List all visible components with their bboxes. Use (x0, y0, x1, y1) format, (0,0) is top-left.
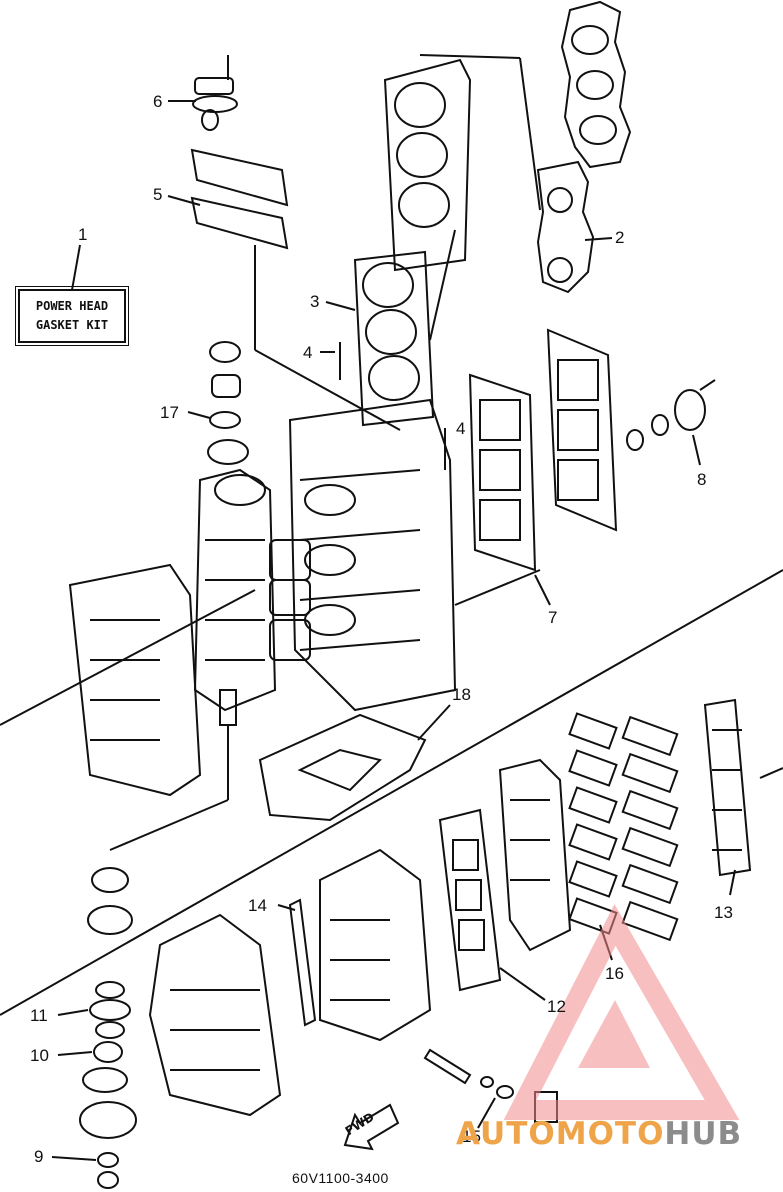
kit-label-line1: POWER HEAD (35, 299, 109, 313)
part-code: 60V1100-3400 (292, 1170, 389, 1186)
sealing-ring (288, 898, 317, 1027)
callout-9: 9 (34, 1147, 44, 1166)
reed-valve-plate (498, 758, 572, 952)
pistons (269, 539, 311, 661)
callout-7: 7 (548, 608, 558, 627)
callout-5: 5 (153, 185, 163, 204)
crankshaft (193, 468, 277, 726)
gasket-kit-label: POWER HEAD GASKET KIT (15, 286, 129, 346)
kit-label-line2: GASKET KIT (35, 318, 109, 332)
callout-1: 1 (78, 225, 88, 244)
intake-manifold (319, 848, 432, 1042)
callout-4-left: 4 (303, 343, 313, 362)
cylinder-head-cover (190, 55, 289, 250)
divider-line-lower (0, 569, 783, 1016)
callout-11: 11 (30, 1006, 48, 1025)
fwd-arrow-icon (343, 1103, 400, 1151)
callout-3: 3 (310, 292, 320, 311)
callout-10: 10 (30, 1046, 49, 1065)
base-gasket (258, 713, 427, 822)
intake-silencer (148, 913, 282, 1117)
watermark-part1: AUTO (456, 1116, 556, 1152)
callout-18: 18 (452, 685, 471, 704)
watermark-text: AUTOMOTOHUB (456, 1116, 742, 1152)
callout-15: 15 (462, 1127, 481, 1146)
reed-plate-gasket (703, 698, 752, 877)
watermark-logo (503, 904, 740, 1120)
callout-12: 12 (547, 997, 566, 1016)
callout-8: 8 (697, 470, 707, 489)
watermark-part3: HUB (664, 1116, 743, 1152)
manifold-gasket (438, 808, 502, 992)
upper-bearing-seals (207, 341, 249, 465)
callout-4-right: 4 (456, 419, 466, 438)
callout-2: 2 (615, 228, 625, 247)
exhaust-cover-gaskets (536, 0, 632, 294)
callout-6: 6 (153, 92, 163, 111)
cylinder-sleeve-block (383, 58, 472, 272)
watermark-part2: MOTO (555, 1116, 665, 1152)
cylinder-block (288, 398, 457, 712)
exhaust-plate-gasket (468, 373, 537, 572)
crankcase-half (68, 563, 202, 797)
callout-14: 14 (248, 896, 267, 915)
divider-line-upper (0, 589, 256, 726)
thermostat-assembly (626, 379, 716, 451)
exhaust-outer-cover (546, 328, 618, 532)
head-gasket (353, 250, 435, 427)
callout-13: 13 (714, 903, 733, 922)
callout-17: 17 (160, 403, 179, 422)
lower-bearing-seals (79, 867, 137, 1189)
callout-16: 16 (605, 964, 624, 983)
reed-valve-gaskets (568, 712, 679, 942)
